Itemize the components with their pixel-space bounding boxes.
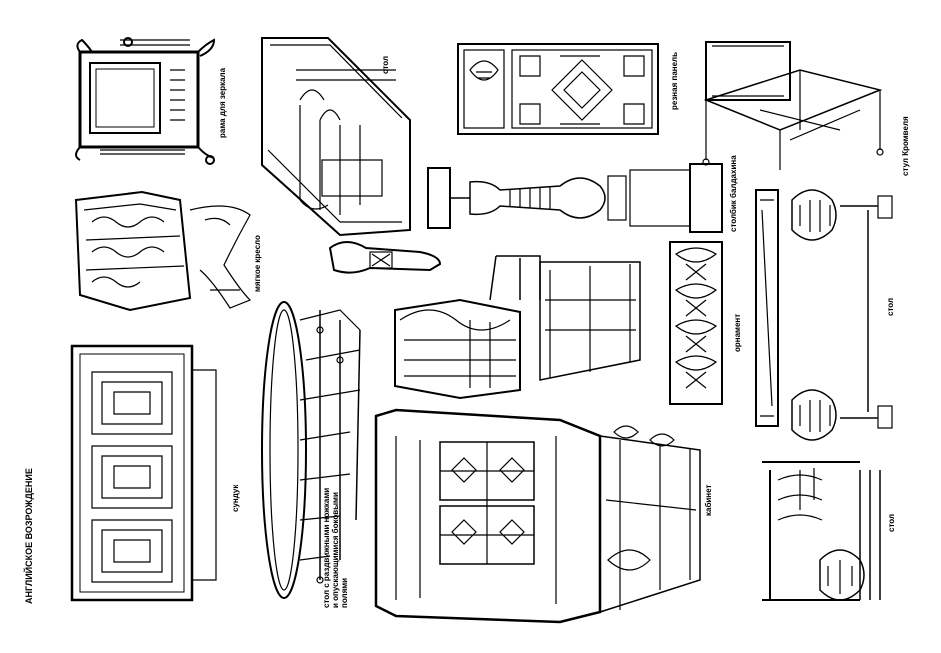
bracket-drawing <box>328 241 442 274</box>
label-cromwell-chair: стул Кромвеля <box>901 116 910 176</box>
label-cabinet: кабинет <box>704 484 713 516</box>
label-table-bottom-right: стол <box>887 513 896 532</box>
label-canopy-post: столбик балдахина <box>729 155 738 232</box>
ornament-strip-drawing <box>669 241 723 405</box>
label-table-right: стол <box>886 297 895 316</box>
label-mirror-frame: рама для зеркала <box>218 67 227 138</box>
carved-chair-drawing <box>394 255 641 400</box>
table-top-center-drawing <box>261 37 411 237</box>
canopy-post-drawing <box>427 163 723 233</box>
label-gateleg-table: стол с раздвижными ножками и опускающими… <box>322 488 349 608</box>
label-ornament: орнамент <box>733 313 742 352</box>
label-soft-armchair: мягкое кресло <box>253 235 262 292</box>
label-table-top-center: стол <box>381 55 390 74</box>
chest-drawing <box>70 344 217 602</box>
cromwell-chair-drawing <box>702 41 884 170</box>
label-gateleg-line-2: и опускающимися боковыми <box>331 492 340 608</box>
carved-panel-drawing <box>457 43 659 135</box>
label-gateleg-line-1: стол с раздвижными ножками <box>322 487 331 608</box>
soft-armchair-drawing <box>74 190 252 312</box>
mirror-frame-drawing <box>75 37 216 165</box>
label-chest: сундук <box>231 484 240 512</box>
gateleg-table-drawing <box>261 301 361 599</box>
table-right-drawing <box>755 189 893 441</box>
cabinet-drawing <box>374 408 701 624</box>
sheet-title: АНГЛИЙСКОЕ ВОЗРОЖДЕНИЕ <box>24 468 34 604</box>
label-gateleg-line-3: полями <box>340 577 349 608</box>
label-carved-panel: резная панель <box>670 51 679 110</box>
table-bottom-right-drawing <box>762 461 881 601</box>
